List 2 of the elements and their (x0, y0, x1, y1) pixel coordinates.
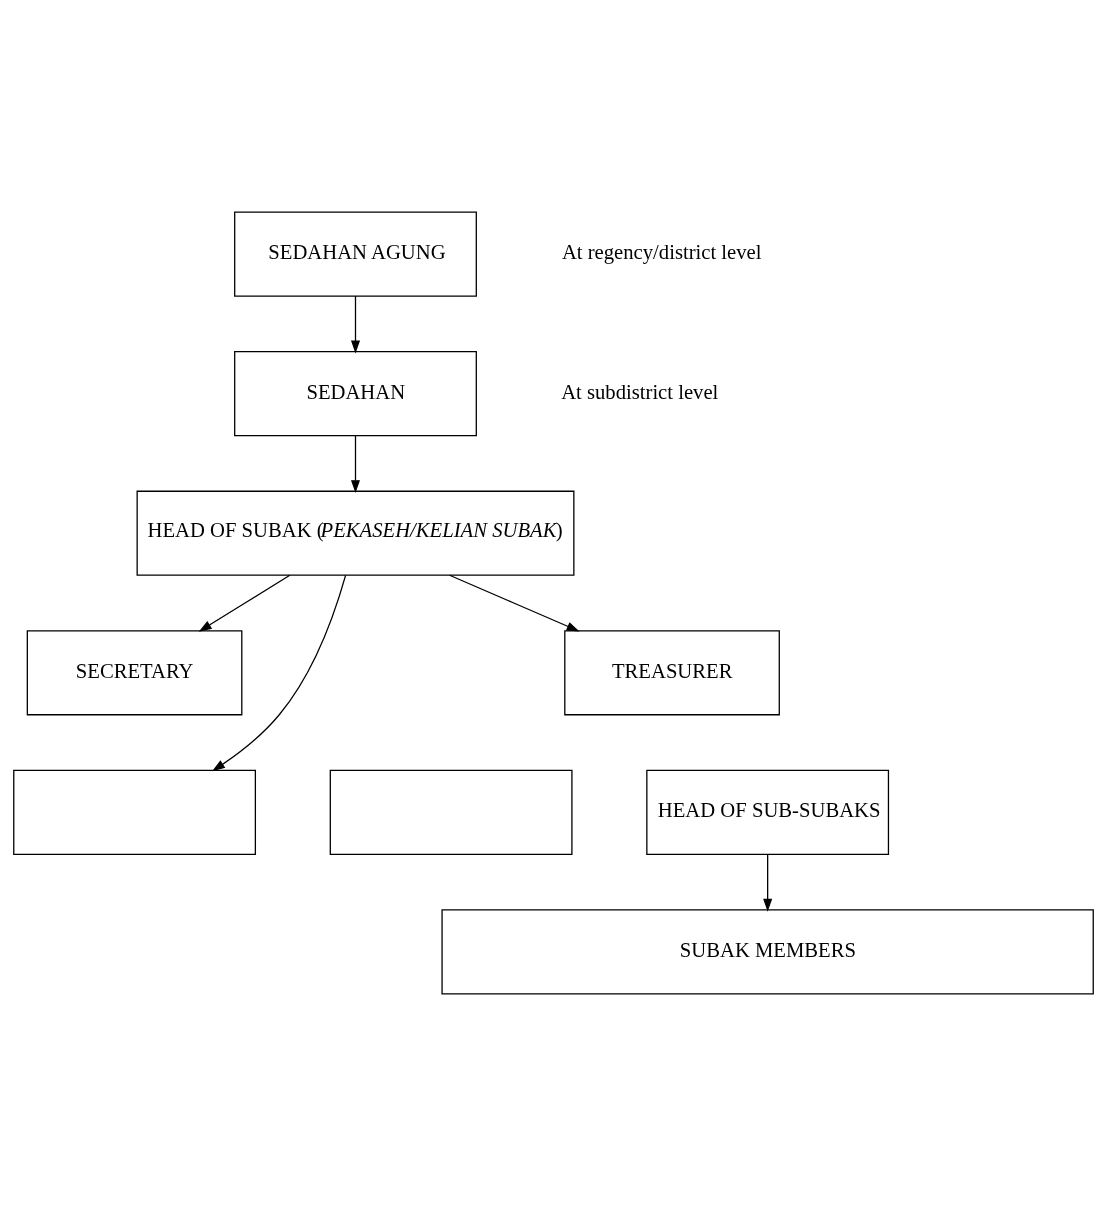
label: At subdistrict level (561, 380, 719, 403)
label: At regency/district level (561, 240, 762, 263)
